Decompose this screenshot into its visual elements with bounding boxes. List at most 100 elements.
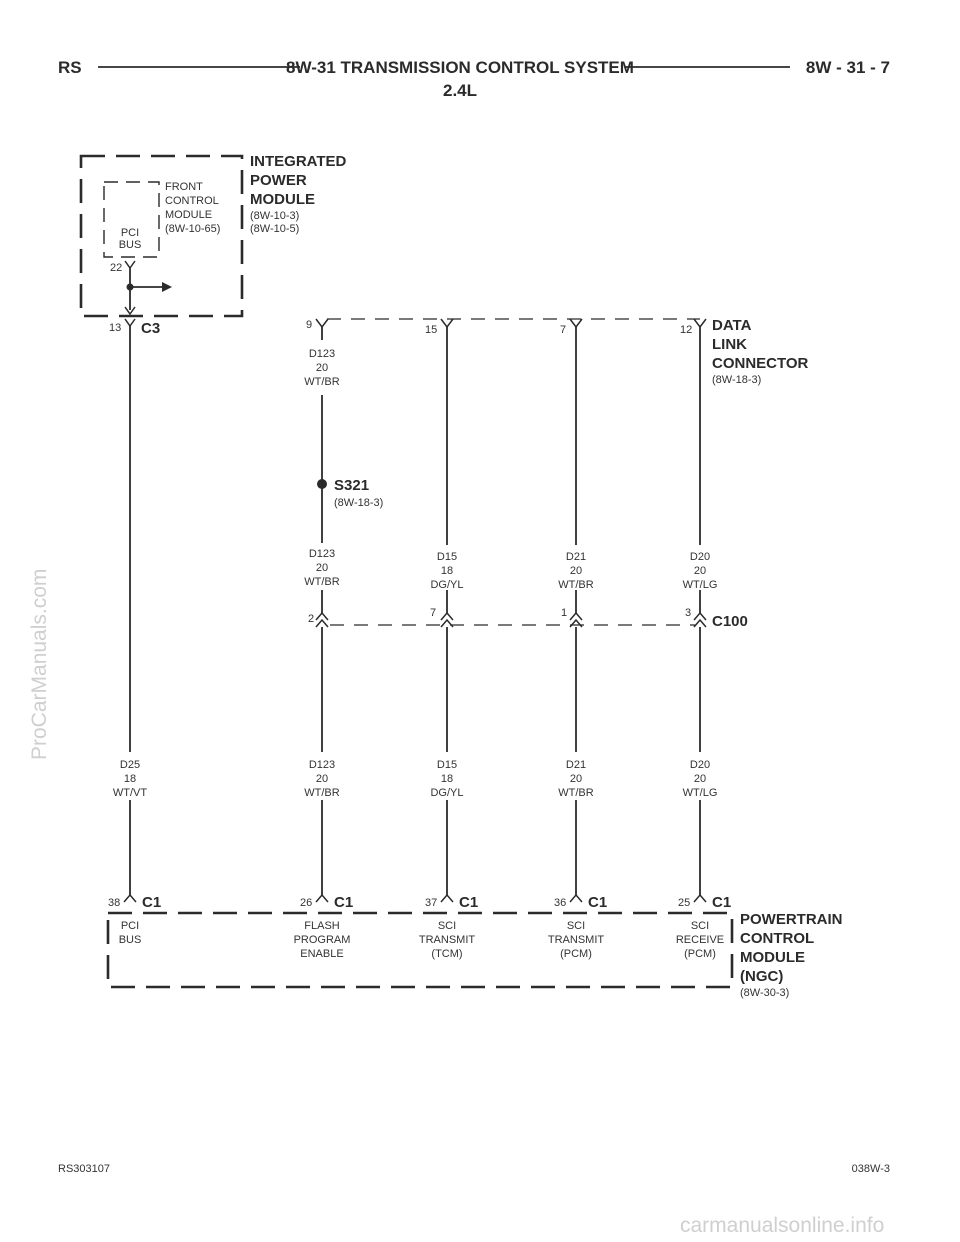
pcm-pin-26-icon xyxy=(315,893,329,903)
header-section-code: RS xyxy=(58,58,82,77)
wire-label-mid-d123-code: D123 xyxy=(309,548,335,560)
dlc-pin-7: 7 xyxy=(560,324,566,336)
pcm-func-scitcm-2: TRANSMIT xyxy=(419,934,476,946)
watermark-side: ProCarManuals.com xyxy=(28,569,51,760)
dlc-pin-15: 15 xyxy=(425,324,437,336)
ipm-title-3: MODULE xyxy=(250,191,315,208)
fcm-label-2: CONTROL xyxy=(165,195,219,207)
pcm-c1-37: C1 xyxy=(459,894,478,911)
fcm-pci-label-1: PCI xyxy=(121,227,139,239)
pcm-title-2: CONTROL xyxy=(740,930,814,947)
fcm-box xyxy=(103,181,160,258)
wire-label-low-d25-code: D25 xyxy=(120,759,140,771)
wire-label-mid-d21-color: WT/BR xyxy=(558,579,593,591)
c100-pin-3: 3 xyxy=(685,607,691,619)
fcm-label-3: MODULE xyxy=(165,209,212,221)
wire-label-low-d21-color: WT/BR xyxy=(558,787,593,799)
pcm-func-flash-1: FLASH xyxy=(304,920,340,932)
pcm-pin-37: 37 xyxy=(425,897,437,909)
pcm-func-scirx-2: RECEIVE xyxy=(676,934,724,946)
wire-label-mid-d15-gauge: 18 xyxy=(441,565,453,577)
pin-13-label: 13 xyxy=(109,322,121,334)
wire-label-upper-color: WT/BR xyxy=(304,376,339,388)
c100-pin-7-bottom-icon xyxy=(440,618,454,628)
pcm-title-1: POWERTRAIN xyxy=(740,911,843,928)
footer-figure-id: RS303107 xyxy=(58,1163,110,1175)
ipm-box xyxy=(79,154,244,318)
pcm-func-scipcm-1: SCI xyxy=(567,920,585,932)
pcm-box xyxy=(106,911,734,989)
ipm-title-1: INTEGRATED xyxy=(250,153,347,170)
watermark-bottom: carmanualsonline.info xyxy=(680,1214,884,1237)
pcm-func-flash-3: ENABLE xyxy=(300,948,343,960)
dlc-title-1: DATA xyxy=(712,317,752,334)
pcm-pin-38-icon xyxy=(123,893,137,903)
pcm-func-scipcm-3: (PCM) xyxy=(560,948,592,960)
pin-13-inner-icon xyxy=(124,306,136,316)
c100-pin-3-bottom-icon xyxy=(693,618,707,628)
c100-pin-2-bottom-icon xyxy=(315,618,329,628)
wire-label-low-d25-color: WT/VT xyxy=(113,787,147,799)
pcm-c1-38: C1 xyxy=(142,894,161,911)
c100-pin-2-top-icon xyxy=(315,611,329,621)
pcm-func-pci-1: PCI xyxy=(121,920,139,932)
pcm-func-scipcm-2: TRANSMIT xyxy=(548,934,605,946)
splice-ref: (8W-18-3) xyxy=(334,497,383,509)
pcm-func-scirx-1: SCI xyxy=(691,920,709,932)
c100-pin-2: 2 xyxy=(308,613,314,625)
dlc-ref: (8W-18-3) xyxy=(712,374,761,386)
wire-label-mid-d20-code: D20 xyxy=(690,551,710,563)
dlc-pin-12-icon xyxy=(693,318,707,329)
pin-22-connector-icon xyxy=(124,260,136,270)
c100-pin-7: 7 xyxy=(430,607,436,619)
wire-label-low-d21-gauge: 20 xyxy=(570,773,582,785)
pcm-func-flash-2: PROGRAM xyxy=(294,934,351,946)
header-title: 8W-31 TRANSMISSION CONTROL SYSTEM xyxy=(286,58,634,77)
wire-label-low-d25-gauge: 18 xyxy=(124,773,136,785)
wire-label-low-d15-color: DG/YL xyxy=(430,787,463,799)
wire-label-low-d123-color: WT/BR xyxy=(304,787,339,799)
branch-arrow-icon xyxy=(162,282,172,292)
pcm-ref: (8W-30-3) xyxy=(740,987,789,999)
c100-pin-7-top-icon xyxy=(440,611,454,621)
pcm-title-3: MODULE xyxy=(740,949,805,966)
wire-label-mid-d21-gauge: 20 xyxy=(570,565,582,577)
wire-label-low-d123-gauge: 20 xyxy=(316,773,328,785)
pcm-pin-36: 36 xyxy=(554,897,566,909)
wire-label-mid-d15-color: DG/YL xyxy=(430,579,463,591)
pcm-func-scitcm-3: (TCM) xyxy=(431,948,462,960)
pcm-func-scitcm-1: SCI xyxy=(438,920,456,932)
header-page-number: 8W - 31 - 7 xyxy=(806,58,890,77)
pcm-pin-38: 38 xyxy=(108,897,120,909)
wire-label-low-d15-gauge: 18 xyxy=(441,773,453,785)
dlc-title-2: LINK xyxy=(712,336,747,353)
wire-label-mid-d20-gauge: 20 xyxy=(694,565,706,577)
header-subtitle: 2.4L xyxy=(443,81,477,100)
pcm-func-pci-2: BUS xyxy=(119,934,142,946)
wire-label-mid-d15-code: D15 xyxy=(437,551,457,563)
dlc-pin-9-icon xyxy=(315,318,329,329)
pcm-c1-25: C1 xyxy=(712,894,731,911)
footer-drawing-id: 038W-3 xyxy=(852,1163,890,1175)
splice-s321-icon xyxy=(317,479,327,489)
fcm-ref: (8W-10-65) xyxy=(165,223,220,235)
dlc-pin-7-icon xyxy=(569,318,583,329)
ipm-ref-2: (8W-10-5) xyxy=(250,223,299,235)
ipm-ref-1: (8W-10-3) xyxy=(250,210,299,222)
dlc-pin-15-icon xyxy=(440,318,454,329)
ipm-connector-c3: C3 xyxy=(141,320,160,337)
c100-pin-1: 1 xyxy=(561,607,567,619)
pcm-pin-36-icon xyxy=(569,893,583,903)
wire-label-mid-d123-gauge: 20 xyxy=(316,562,328,574)
wire-label-low-d123-code: D123 xyxy=(309,759,335,771)
c100-pin-1-top-icon xyxy=(569,611,583,621)
dlc-title-3: CONNECTOR xyxy=(712,355,809,372)
wire-label-low-d21-code: D21 xyxy=(566,759,586,771)
pcm-pin-25: 25 xyxy=(678,897,690,909)
pcm-title-4: (NGC) xyxy=(740,968,783,985)
pcm-func-scirx-3: (PCM) xyxy=(684,948,716,960)
c100-pin-3-top-icon xyxy=(693,611,707,621)
wire-label-mid-d123-color: WT/BR xyxy=(304,576,339,588)
pin-22-label: 22 xyxy=(110,262,122,274)
